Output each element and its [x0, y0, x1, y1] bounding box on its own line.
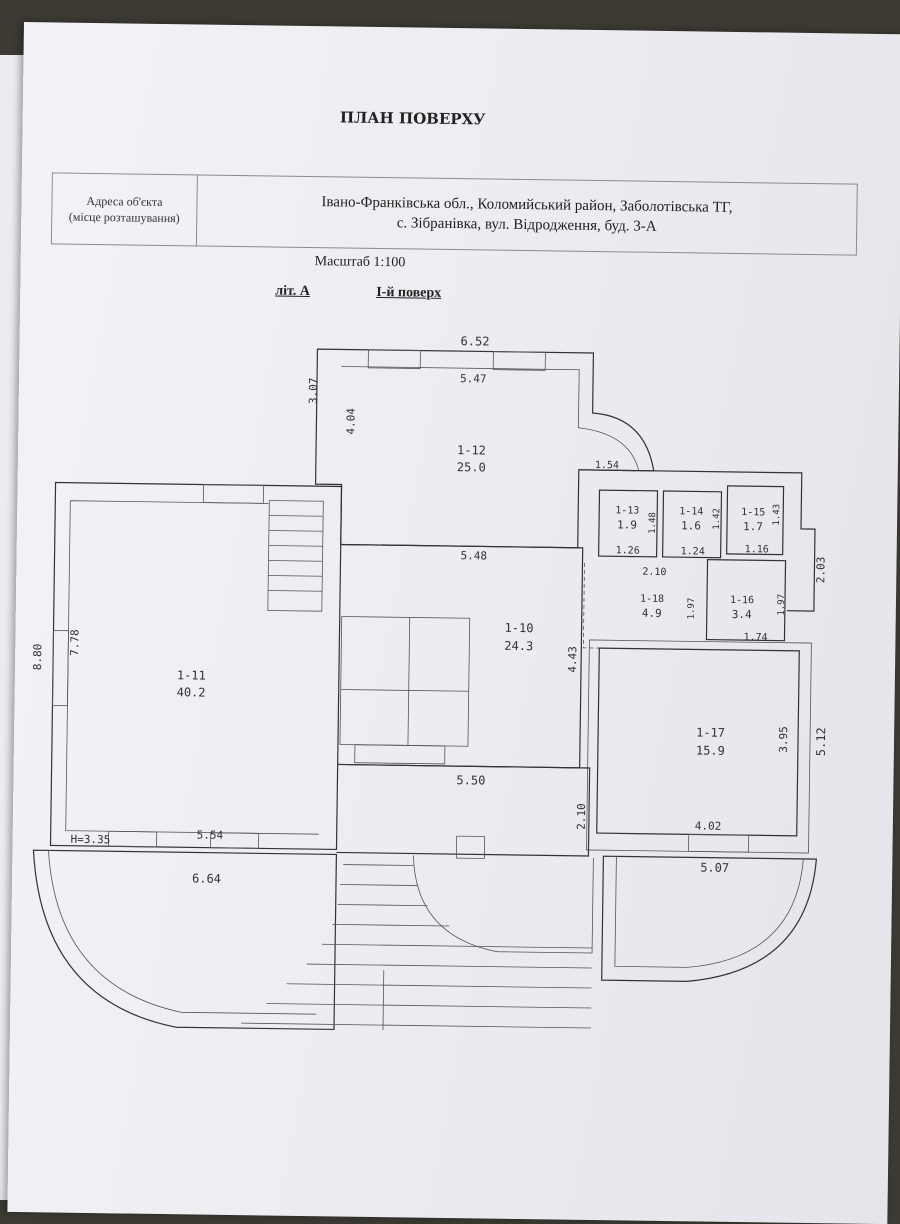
room-1-18-id: 1-18 [640, 594, 664, 605]
room-1-15-id: 1-15 [741, 507, 765, 518]
window-room-1-11-bottom-b [210, 832, 260, 849]
dim-1-97-b: 1.97 [777, 594, 787, 616]
terrace-right-inner [614, 856, 804, 968]
window-room-1-17 [688, 833, 750, 853]
dim-4-43: 4.43 [566, 646, 579, 673]
window-hall [354, 744, 446, 765]
room-1-16-area: 3.4 [732, 608, 752, 621]
room-1-11-area: 40.2 [177, 685, 206, 699]
room-1-18-area: 4.9 [642, 607, 662, 620]
room-1-12-id: 1-12 [457, 443, 486, 457]
dim-1-24: 1.24 [681, 546, 705, 557]
wall-room-1-16 [705, 558, 787, 642]
room-1-11-id: 1-11 [177, 668, 206, 682]
terrace-right [601, 855, 818, 982]
floor-plan-drawing: 1-12 25.0 1-11 40.2 1-10 24.3 1-13 1.9 1… [31, 334, 828, 1031]
dim-4-04: 4.04 [344, 408, 357, 435]
dim-5-12: 5.12 [814, 727, 828, 756]
room-1-16-id: 1-16 [730, 595, 754, 606]
wall-room-1-15 [726, 485, 785, 556]
wall-room-1-11 [49, 481, 343, 851]
staircase [339, 616, 471, 747]
dim-2-03: 2.03 [814, 557, 827, 584]
dim-1-16: 1.16 [745, 544, 769, 555]
front-steps [241, 864, 593, 1031]
wall-room-1-17 [596, 647, 800, 837]
dim-3-07: 3.07 [307, 377, 320, 404]
window-room-1-11-bottom-a [108, 830, 158, 848]
inner-wall-room-1-11 [65, 500, 319, 835]
dim-6-64: 6.64 [192, 871, 221, 885]
entry-steps [267, 500, 324, 612]
window-room-1-11-top [202, 484, 264, 504]
dim-1-48: 1.48 [648, 512, 658, 534]
window-top-right [492, 351, 546, 371]
room-1-10-area: 24.3 [504, 639, 533, 653]
terrace-left-inner [48, 850, 317, 1015]
room-1-13-area: 1.9 [617, 518, 637, 531]
dim-5-54: 5.54 [197, 828, 224, 841]
dim-top-outer: 6.52 [460, 334, 489, 348]
dim-1-42: 1.42 [712, 508, 722, 530]
dim-5-07: 5.07 [700, 861, 729, 875]
dim-1-97-a: 1.97 [687, 598, 697, 620]
column [455, 835, 486, 859]
document-sheet: ПЛАН ПОВЕРХУ Адреса об'єкта (місце розта… [7, 22, 900, 1224]
dim-1-43: 1.43 [772, 504, 782, 526]
room-1-10-id: 1-10 [504, 621, 533, 635]
room-1-14-area: 1.6 [681, 519, 701, 532]
room-1-15-area: 1.7 [743, 520, 763, 533]
dim-top-inner: 5.47 [460, 372, 487, 385]
dim-4-02: 4.02 [695, 819, 722, 832]
dim-7-78: 7.78 [68, 629, 81, 656]
inner-wall-room-1-12 [341, 366, 640, 471]
terrace-left [32, 849, 338, 1031]
wall-room-1-13 [597, 489, 659, 558]
dim-1-26: 1.26 [616, 545, 640, 556]
dim-8-80: 8.80 [31, 644, 44, 671]
room-1-17-id: 1-17 [696, 725, 725, 739]
room-1-14-id: 1-14 [679, 506, 703, 517]
dim-1-54: 1.54 [595, 460, 619, 471]
window-top-left [367, 349, 421, 369]
wall-room-1-14 [661, 490, 723, 559]
porch-curve [413, 855, 594, 954]
dim-3-95: 3.95 [777, 726, 790, 753]
room-1-17-area: 15.9 [696, 743, 725, 757]
ceiling-height: H=3.35 [71, 833, 111, 847]
dim-2-10-vertical: 2.10 [575, 803, 588, 830]
wall-room-1-10 [337, 543, 584, 769]
wall-service-block [578, 469, 816, 612]
dim-1-74: 1.74 [743, 632, 767, 643]
wall-vestibule [336, 763, 591, 857]
room-1-13-id: 1-13 [615, 505, 639, 516]
dim-5-48: 5.48 [461, 549, 488, 562]
dim-5-50: 5.50 [456, 773, 485, 787]
room-1-12-area: 25.0 [457, 460, 486, 474]
dim-2-10-horizontal: 2.10 [642, 567, 666, 578]
window-room-1-11-left [52, 630, 69, 707]
